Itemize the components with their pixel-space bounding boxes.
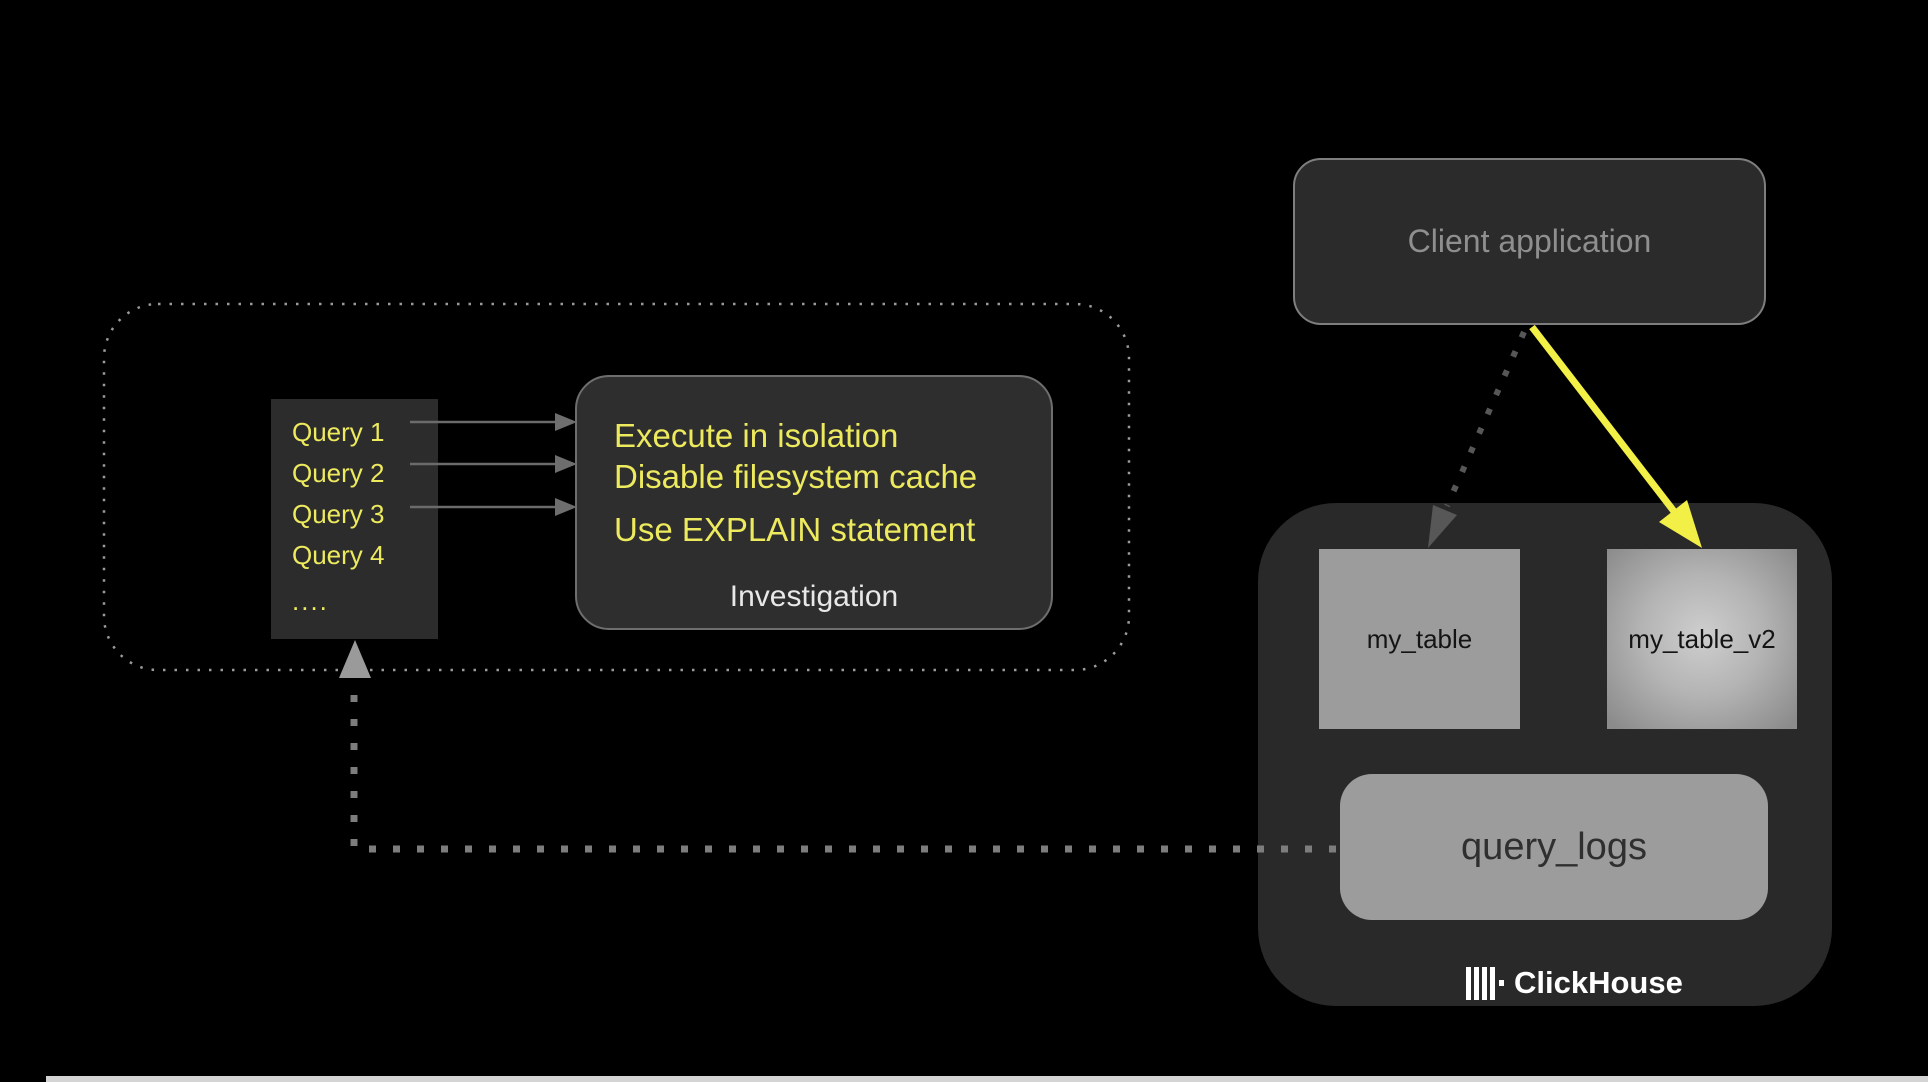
my-table-box: my_table	[1319, 549, 1520, 729]
query-list-panel: Query 1 Query 2 Query 3 Query 4 ....	[271, 399, 438, 639]
bottom-edge-strip	[46, 1076, 1928, 1082]
investigation-tips: Execute in isolation Disable filesystem …	[577, 377, 1051, 550]
query-item-3: Query 3	[292, 499, 385, 529]
query-item-4: Query 4	[292, 540, 385, 570]
query-item-2: Query 2	[292, 458, 385, 488]
query3-arrowhead	[555, 498, 577, 516]
investigation-panel: Execute in isolation Disable filesystem …	[575, 375, 1053, 630]
clickhouse-brand-label: ClickHouse	[1514, 965, 1683, 1000]
client-application-label: Client application	[1407, 223, 1652, 259]
query-item-ellipsis: ....	[292, 586, 329, 616]
my-table-label: my_table	[1366, 623, 1473, 654]
query-logs-label: query_logs	[1461, 825, 1647, 868]
query-logs-box: query_logs	[1340, 774, 1768, 920]
client-application-box: Client application	[1293, 158, 1766, 325]
investigation-label: Investigation	[729, 580, 899, 613]
my-table-v2-box: my_table_v2	[1607, 549, 1797, 729]
query-item-1: Query 1	[292, 417, 385, 447]
tip-execute-isolation: Execute in isolation	[614, 417, 899, 454]
clickhouse-brand: ClickHouse	[1466, 962, 1683, 1004]
query-logs-up-arrowhead	[339, 640, 371, 678]
my-table-v2-label: my_table_v2	[1628, 623, 1776, 654]
query1-arrowhead	[555, 413, 577, 431]
tip-disable-fs-cache: Disable filesystem cache	[614, 458, 978, 495]
client-to-my-table-dotted-line	[1444, 330, 1527, 508]
tip-use-explain: Use EXPLAIN statement	[614, 511, 976, 548]
query2-arrowhead	[555, 455, 577, 473]
client-to-my-table-v2-yellow-line	[1529, 324, 1679, 517]
clickhouse-logo-icon	[1466, 966, 1504, 1000]
